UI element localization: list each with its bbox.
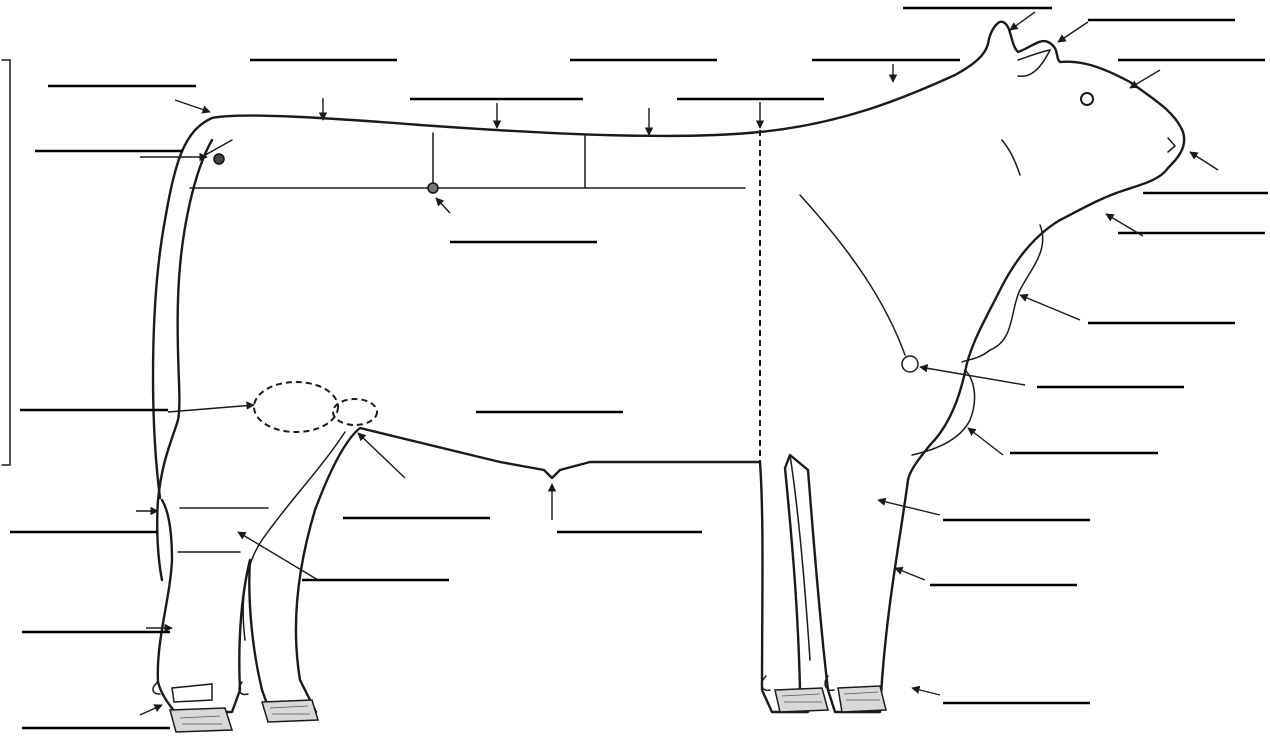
hind-pastern-band bbox=[172, 684, 212, 702]
arrow-icon bbox=[912, 688, 940, 695]
arrow-icon bbox=[1010, 12, 1035, 30]
arrow-icon bbox=[1190, 152, 1218, 170]
label-blanks bbox=[10, 8, 1268, 728]
hoof-hind-left bbox=[170, 708, 232, 732]
hip-dot-marker bbox=[428, 183, 438, 193]
hind-leg-inner bbox=[243, 432, 345, 640]
arrow-icon bbox=[436, 198, 450, 213]
hindquarter-bracket bbox=[2, 60, 10, 465]
hoof-hind-right bbox=[262, 700, 318, 722]
hoof-front-left bbox=[775, 688, 828, 712]
eye-marker bbox=[1081, 93, 1093, 105]
arrow-icon bbox=[878, 500, 940, 515]
hooves bbox=[170, 686, 886, 732]
pin-bone-dot-marker bbox=[214, 154, 224, 164]
cow-outline bbox=[153, 22, 1184, 712]
cod-dashed-oval bbox=[333, 399, 377, 425]
arrow-icon bbox=[1130, 70, 1160, 88]
arrow-icon bbox=[968, 428, 1003, 455]
flank-dashed-oval bbox=[254, 382, 338, 432]
shoulder-line bbox=[800, 195, 905, 355]
arrow-icon bbox=[895, 568, 925, 580]
cow-ear-inner bbox=[1018, 50, 1050, 76]
brisket-line bbox=[912, 370, 975, 455]
cut-lines bbox=[190, 130, 760, 462]
hoof-front-right bbox=[838, 686, 886, 712]
arrow-icon bbox=[1020, 295, 1080, 320]
arrow-icon bbox=[175, 100, 210, 112]
arrow-icon bbox=[168, 405, 254, 412]
cow-face-line bbox=[1002, 140, 1020, 175]
arrow-icon bbox=[140, 705, 162, 715]
elbow-circle-marker bbox=[902, 356, 918, 372]
arrow-icon bbox=[358, 433, 405, 478]
arrow-icon bbox=[1058, 22, 1088, 42]
cow-tail bbox=[157, 140, 212, 580]
cow-muzzle-mark bbox=[1168, 138, 1175, 152]
cow-body-outline bbox=[153, 22, 1184, 712]
